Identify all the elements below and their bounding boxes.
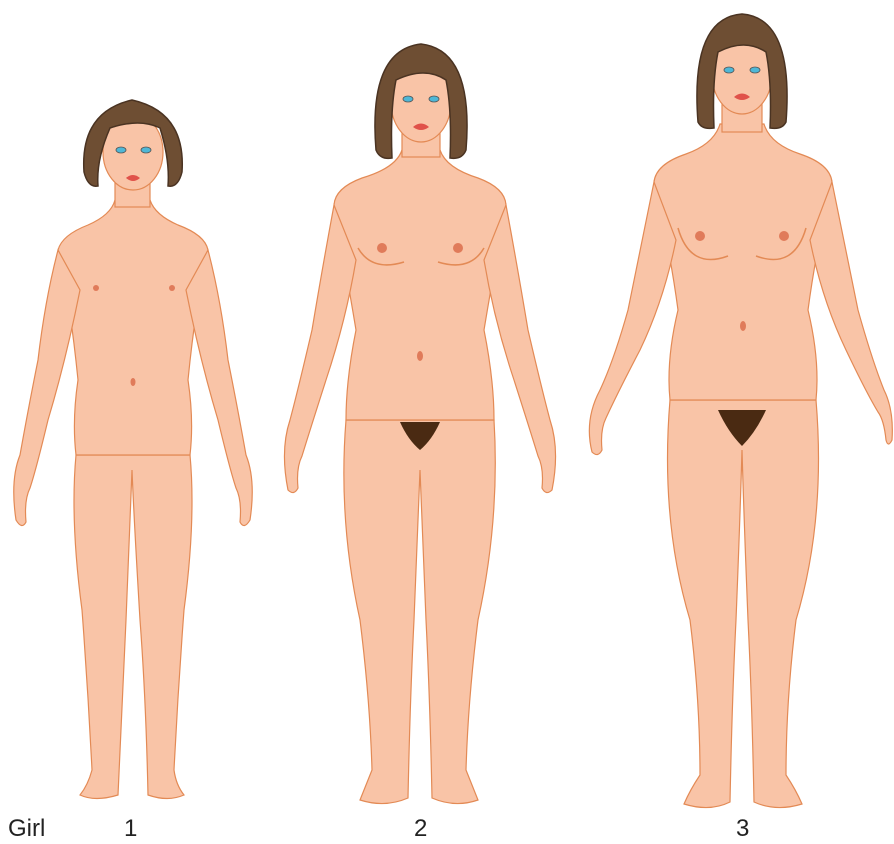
figure-2-nipple-right (453, 243, 463, 253)
figure-2-torso (334, 150, 506, 420)
girl-label: Girl (8, 817, 45, 841)
figure-3-right-arm (810, 182, 892, 444)
figure-stage-2 (284, 44, 555, 804)
figure-3-nipple-right (779, 231, 789, 241)
figure-1-torso (58, 200, 208, 455)
stage-3-label: 3 (736, 817, 749, 841)
figure-3-torso (654, 124, 832, 400)
figure-3-left-arm (589, 182, 676, 455)
figure-1-left-arm (14, 250, 80, 526)
figure-2-navel (417, 351, 423, 361)
figure-3-nipple-left (695, 231, 705, 241)
figure-1-navel (131, 378, 136, 386)
figure-stage-1 (14, 100, 253, 799)
figure-1-legs (74, 455, 192, 799)
figure-1-nipple-right (169, 285, 175, 291)
figure-2-legs (344, 420, 495, 804)
figure-3-navel (740, 321, 746, 331)
figure-1-nipple-left (93, 285, 99, 291)
figure-3-legs (668, 400, 819, 808)
figure-stage-3 (589, 14, 892, 808)
stage-1-label: 1 (124, 817, 137, 841)
stage-2-label: 2 (414, 817, 427, 841)
figure-1-right-arm (186, 250, 252, 526)
figure-2-nipple-left (377, 243, 387, 253)
